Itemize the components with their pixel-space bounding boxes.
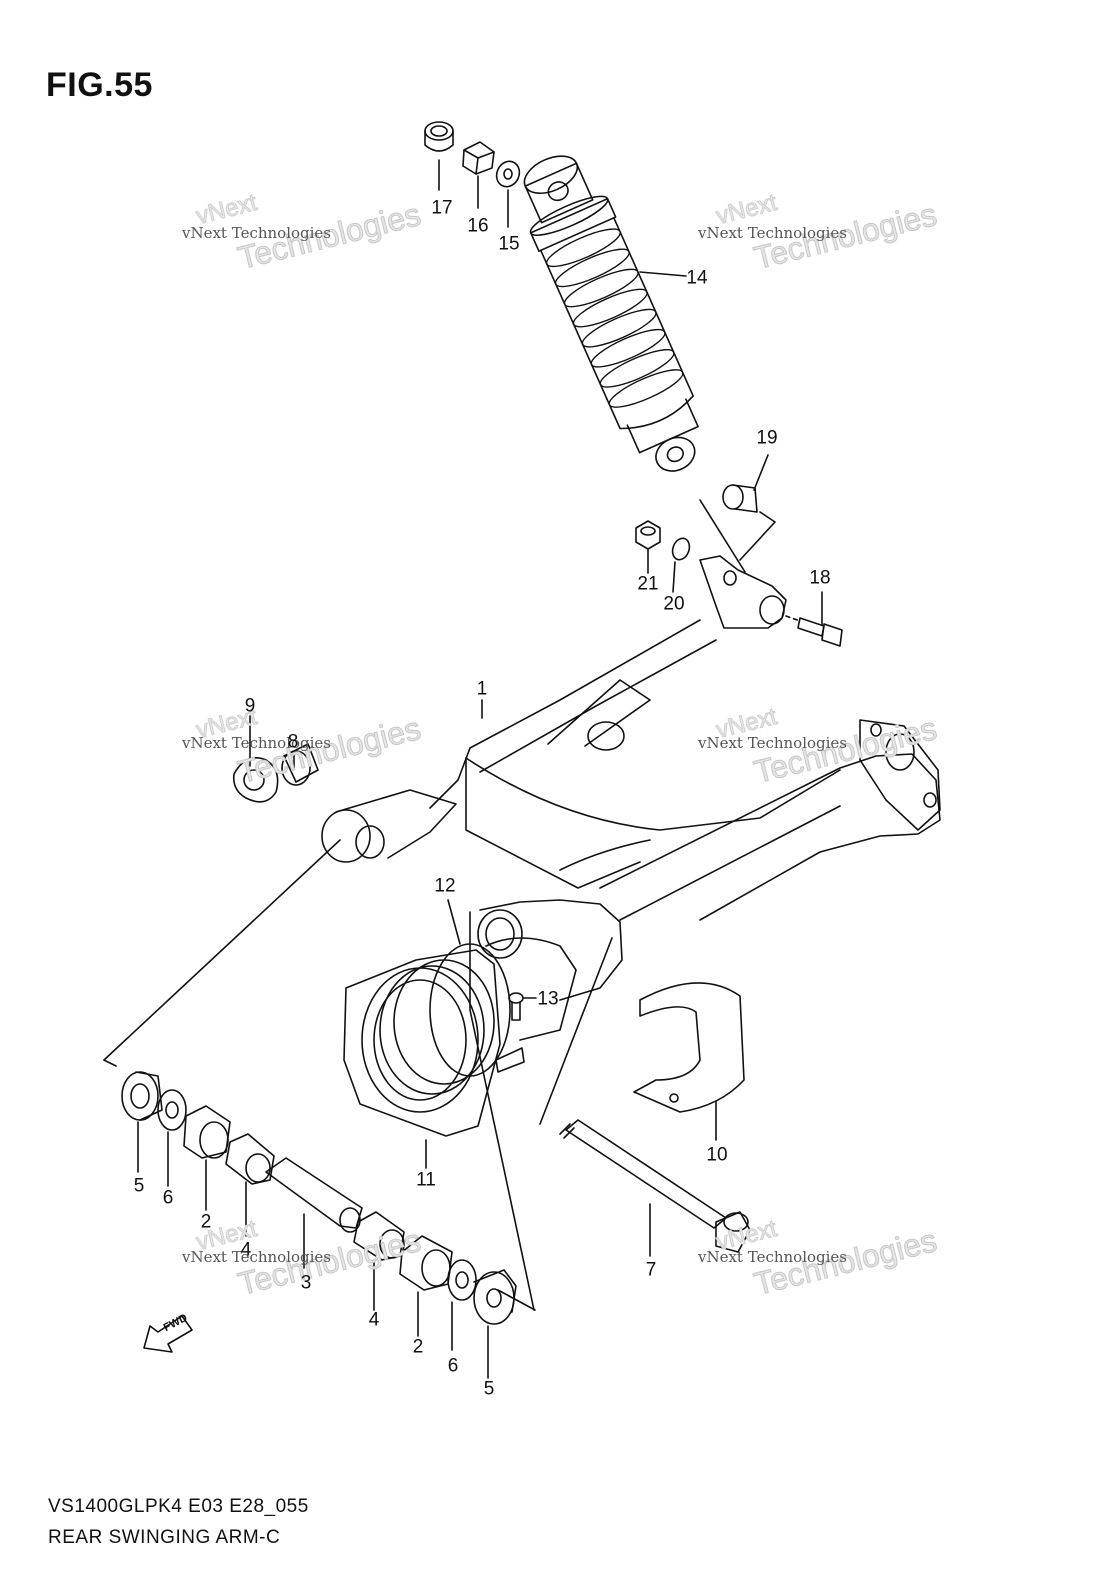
callout-3: 3 (300, 1272, 312, 1294)
leader-14 (639, 271, 687, 277)
lower-stack-leaders (137, 1121, 489, 1379)
part-19-collar (722, 484, 758, 513)
callout-18: 18 (809, 567, 831, 589)
part-18-bolt (797, 617, 843, 647)
callout-13: 13 (537, 988, 559, 1010)
fwd-arrow-icon (143, 1315, 193, 1353)
part-6-washer-right (447, 1259, 477, 1301)
part-12-clamp (429, 943, 525, 1077)
part-11-boot (343, 949, 501, 1137)
callout-11: 11 (416, 1169, 436, 1191)
part-9-plate (232, 757, 279, 803)
callout-17: 17 (431, 197, 453, 219)
leader-18-axis (785, 615, 801, 622)
part-1-swing-arm (321, 555, 941, 1041)
part-6-washer-left (157, 1089, 187, 1131)
callout-6: 6 (162, 1187, 174, 1209)
callout-6: 6 (447, 1355, 459, 1377)
figure-title: FIG.55 (46, 66, 153, 104)
part-13-screw (508, 992, 524, 1021)
callout-14: 14 (686, 267, 708, 289)
part-10-guard (633, 982, 745, 1113)
callout-2: 2 (412, 1336, 424, 1358)
part-5-seal-left (121, 1071, 163, 1121)
callout-15: 15 (498, 233, 520, 255)
part-2-bearing-left (183, 1105, 231, 1159)
diagram-name: REAR SWINGING ARM-C (48, 1527, 281, 1548)
leader-19-mount (699, 499, 776, 573)
part-8-cap (281, 743, 319, 786)
part-4-spacer-left (225, 1133, 275, 1185)
callout-16: 16 (467, 215, 489, 237)
leader-12 (447, 899, 461, 945)
leader-19 (753, 454, 769, 491)
callout-10: 10 (706, 1144, 728, 1166)
callout-20: 20 (663, 593, 685, 615)
callout-12: 12 (434, 875, 456, 897)
part-4-spacer-right (353, 1211, 405, 1261)
leader-20 (672, 561, 676, 593)
callout-1: 1 (476, 678, 488, 700)
part-15-washer (495, 160, 521, 188)
diagram-code: VS1400GLPK4 E03 E28_055 (48, 1496, 309, 1517)
callout-9: 9 (244, 695, 256, 717)
part-20-washer (671, 537, 691, 561)
part-5-seal-right (473, 1269, 517, 1325)
callout-5: 5 (483, 1378, 495, 1400)
part-17-cap (424, 121, 454, 152)
part-16-bush (462, 141, 495, 175)
callout-2: 2 (200, 1211, 212, 1233)
callout-19: 19 (756, 427, 778, 449)
callout-4: 4 (368, 1309, 380, 1331)
callout-7: 7 (645, 1259, 657, 1281)
part-14-shock-absorber (523, 155, 699, 472)
callout-8: 8 (287, 731, 299, 753)
callout-21: 21 (637, 573, 659, 595)
part-3-pivot-shaft-tube (265, 1157, 363, 1233)
callout-4: 4 (240, 1239, 252, 1261)
callout-5: 5 (133, 1175, 145, 1197)
part-7-pivot-bolt (559, 1119, 751, 1253)
part-21-nut (635, 520, 661, 550)
